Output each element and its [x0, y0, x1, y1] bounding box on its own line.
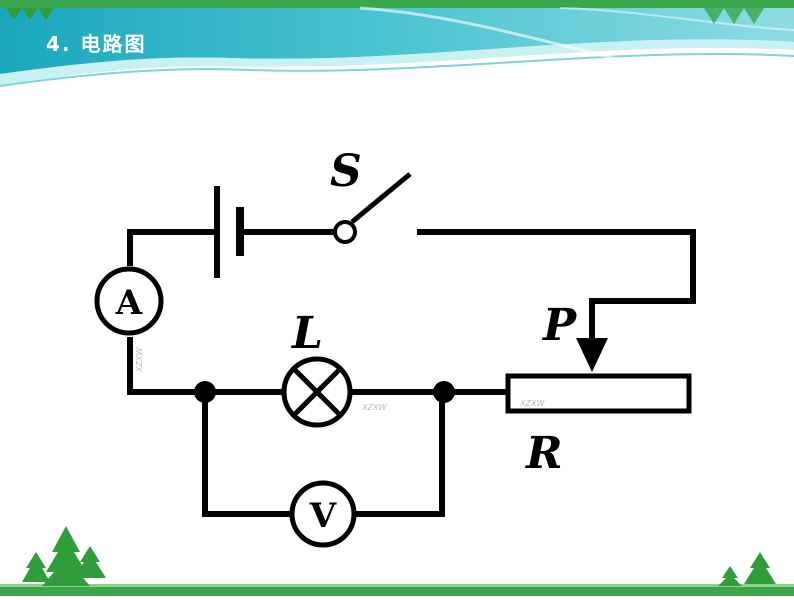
circuit-wires — [127, 229, 696, 517]
header-banner — [0, 0, 794, 87]
switch-label: S — [330, 146, 362, 197]
ammeter-label: A — [115, 283, 143, 323]
lamp-label: L — [290, 308, 323, 359]
footer-decoration — [0, 526, 794, 596]
lamp-symbol — [281, 356, 353, 428]
tree-icon — [718, 552, 776, 586]
switch-symbol — [333, 172, 412, 244]
page-title: 4. 电路图 — [46, 32, 147, 56]
voltmeter-symbol — [289, 480, 357, 548]
battery-symbol — [214, 186, 244, 278]
rheostat-symbol — [505, 373, 692, 414]
junction-dot-right — [433, 381, 455, 403]
resistor-label: R — [524, 428, 563, 479]
watermark-text: XZXW — [135, 347, 144, 373]
voltmeter-label: V — [309, 496, 337, 536]
slider-label: P — [541, 300, 578, 351]
ammeter-symbol — [94, 266, 164, 336]
slider-arrow — [576, 338, 608, 372]
tree-icon — [22, 526, 106, 586]
junction-dot-left — [194, 381, 216, 403]
watermark-text: XZXW — [519, 399, 545, 408]
watermark-text: XZXW — [361, 403, 387, 412]
